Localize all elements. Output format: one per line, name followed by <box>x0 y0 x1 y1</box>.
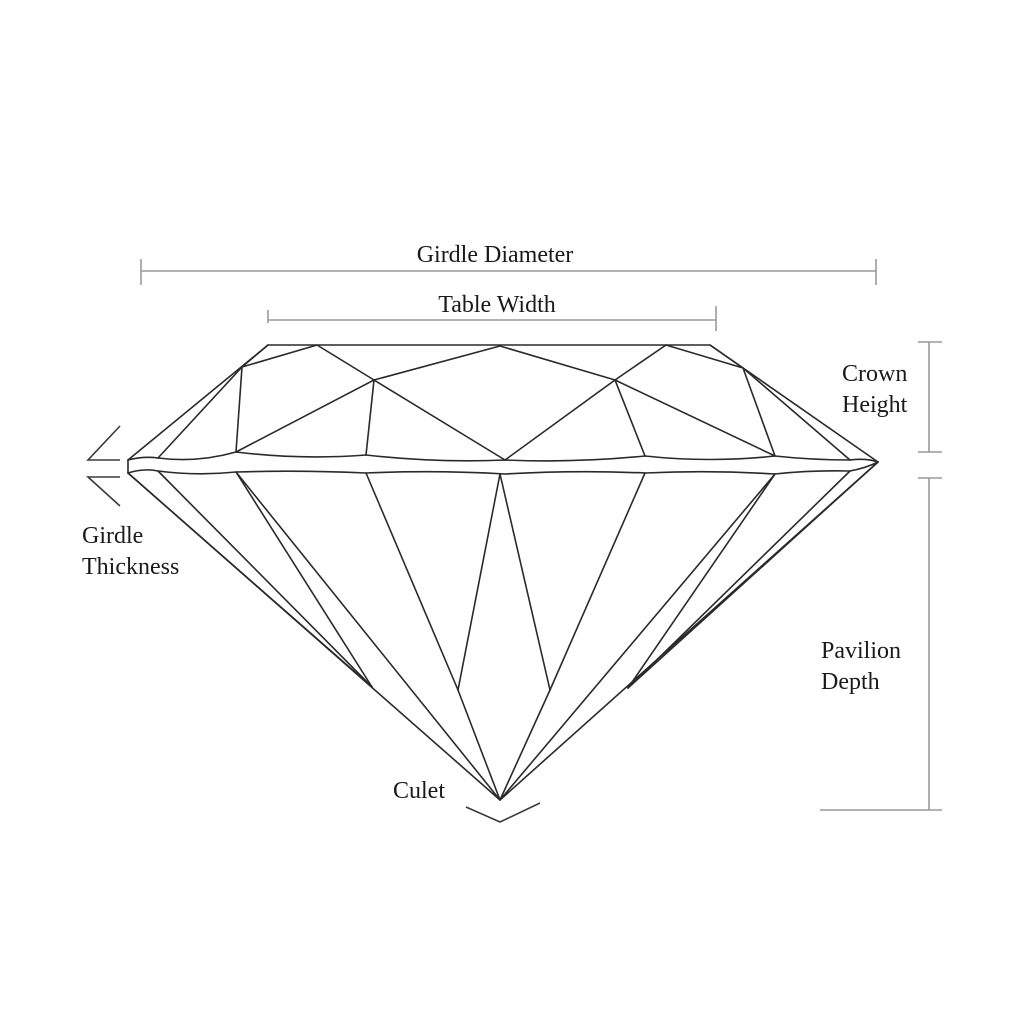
table-width-dimension <box>267 306 717 331</box>
culet-pointer <box>465 802 541 823</box>
girdle-diameter-label: Girdle Diameter <box>417 242 574 268</box>
crown-height-label-line1: Crown <box>842 361 907 387</box>
girdle-thickness-pointer <box>85 425 121 507</box>
crown-height-dimension <box>918 341 942 453</box>
culet-label: Culet <box>393 778 445 804</box>
girdle <box>127 451 879 475</box>
diamond-drawing <box>127 344 879 801</box>
pavilion-depth-label-line2: Depth <box>821 669 880 695</box>
pavilion <box>127 461 879 801</box>
girdle-diameter-dimension <box>140 259 877 285</box>
table-width-label: Table Width <box>438 292 556 318</box>
crown-height-label-line2: Height <box>842 392 908 418</box>
girdle-thickness-label-line2: Thickness <box>82 554 179 580</box>
pavilion-depth-label-line1: Pavilion <box>821 638 901 664</box>
girdle-thickness-label-line1: Girdle <box>82 523 143 549</box>
pavilion-depth-dimension <box>820 477 942 811</box>
crown <box>127 344 879 463</box>
